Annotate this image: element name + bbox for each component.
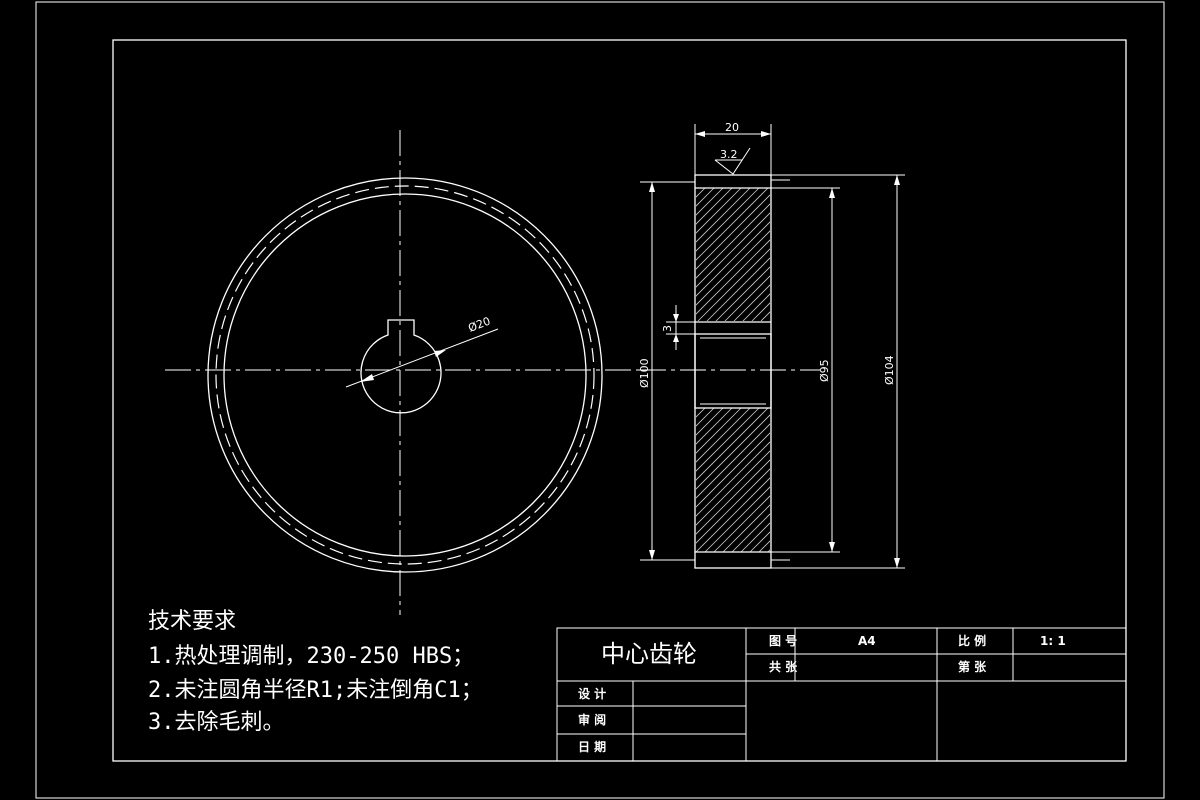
hatch-line — [696, 408, 697, 409]
diameter-104-label: Ø104 — [883, 355, 896, 385]
hatch-line — [696, 188, 697, 189]
designer-label: 设 计 — [578, 686, 606, 701]
hatch-line — [751, 302, 770, 321]
hatch-line — [696, 230, 770, 306]
part-name: 中心齿轮 — [601, 640, 697, 668]
hatch-line — [696, 188, 751, 243]
technical-requirements: 技术要求 1.热处理调制，230-250 HBS； 2.未注圆角半径R1;未注倒… — [148, 609, 483, 735]
tip-circle — [207, 177, 603, 573]
hatch-line — [696, 441, 770, 517]
hatch-line — [779, 188, 912, 321]
date-label: 日 期 — [578, 739, 606, 754]
hatch-line — [777, 408, 921, 552]
hatch-line — [696, 408, 715, 427]
hatch-line — [696, 188, 769, 261]
hatch-line — [760, 311, 770, 321]
scale-value: 1: 1 — [1040, 634, 1066, 648]
hatch-line — [742, 293, 770, 321]
bore-diameter-label: Ø20 — [466, 315, 492, 335]
hatch-line — [713, 495, 770, 552]
total-sheets-label: 共 张 — [769, 659, 798, 674]
roughness-symbol: 3.2 — [714, 147, 751, 175]
diameter-100-dimension: Ø100 — [638, 181, 695, 561]
root-circle — [223, 193, 587, 557]
sheet-label: 第 张 — [958, 659, 987, 674]
title-block: 中心齿轮 图 号 A4 比 例 1: 1 共 张 第 张 设 计 审 阅 日 期 — [556, 627, 1127, 762]
hatch-line — [696, 188, 742, 234]
diameter-100-label: Ø100 — [638, 358, 651, 388]
keyway-depth-label: 3 — [661, 325, 674, 332]
keyway-depth-dimension: 3 — [661, 305, 695, 350]
hatch-line — [696, 203, 770, 279]
hatch-line — [696, 459, 770, 535]
hatch-line — [696, 408, 724, 436]
bore-with-keyway — [360, 319, 442, 414]
hatch-line — [696, 408, 751, 463]
width-label: 20 — [725, 121, 739, 134]
requirement-item-1: 1.热处理调制，230-250 HBS； — [148, 644, 474, 669]
section-hatching — [696, 188, 921, 552]
diameter-95-dimension: Ø95 — [771, 187, 840, 553]
hatch-line — [767, 549, 770, 552]
hatch-line — [696, 188, 733, 225]
hatch-line — [696, 408, 706, 418]
gear-section-outline — [694, 174, 772, 569]
bore-diameter-dimension: Ø20 — [345, 315, 499, 388]
requirement-item-3: 3.去除毛刺。 — [148, 710, 285, 735]
drawing-no-value: A4 — [858, 634, 876, 648]
hatch-line — [724, 275, 770, 321]
hatch-line — [740, 522, 770, 552]
side-view: 20 3.2 Ø100 3 — [638, 121, 921, 569]
hatch-line — [696, 408, 760, 472]
reviewer-label: 审 阅 — [578, 712, 606, 727]
hatch-line — [696, 221, 770, 297]
front-view: Ø20 — [165, 130, 640, 615]
drawing-no-label: 图 号 — [769, 633, 797, 648]
hatch-line — [696, 188, 724, 216]
requirements-heading: 技术要求 — [148, 609, 236, 634]
hatch-line — [696, 432, 770, 508]
hatch-line — [696, 194, 770, 270]
hatch-line — [696, 188, 760, 252]
outer-border — [35, 1, 1165, 799]
diameter-95-label: Ø95 — [818, 359, 831, 382]
hatch-line — [696, 414, 770, 490]
hatch-line — [696, 423, 770, 499]
pitch-circle — [215, 185, 595, 565]
hatch-line — [696, 477, 770, 552]
hatch-line — [696, 212, 770, 288]
hatch-line — [697, 248, 770, 321]
hatch-line — [769, 320, 770, 321]
hatch-line — [696, 188, 715, 207]
diameter-104-dimension: Ø104 — [771, 174, 905, 569]
hatch-line — [696, 188, 706, 198]
hatch-line — [758, 540, 770, 552]
hatch-line — [696, 468, 770, 544]
hatch-line — [722, 504, 770, 552]
hatch-line — [696, 408, 769, 481]
hatch-line — [715, 266, 770, 321]
hatch-line — [733, 284, 770, 321]
hatch-line — [706, 257, 770, 321]
requirement-item-2: 2.未注圆角半径R1;未注倒角C1； — [148, 678, 483, 703]
hatch-line — [696, 450, 770, 526]
hatch-line — [696, 408, 742, 454]
hatch-line — [696, 408, 733, 445]
hatch-line — [704, 486, 770, 552]
hatch-line — [731, 513, 770, 552]
roughness-label: 3.2 — [720, 148, 738, 161]
bore-section — [694, 333, 772, 409]
width-dimension: 20 — [694, 121, 772, 175]
scale-label: 比 例 — [958, 633, 986, 648]
hatch-line — [696, 239, 770, 315]
